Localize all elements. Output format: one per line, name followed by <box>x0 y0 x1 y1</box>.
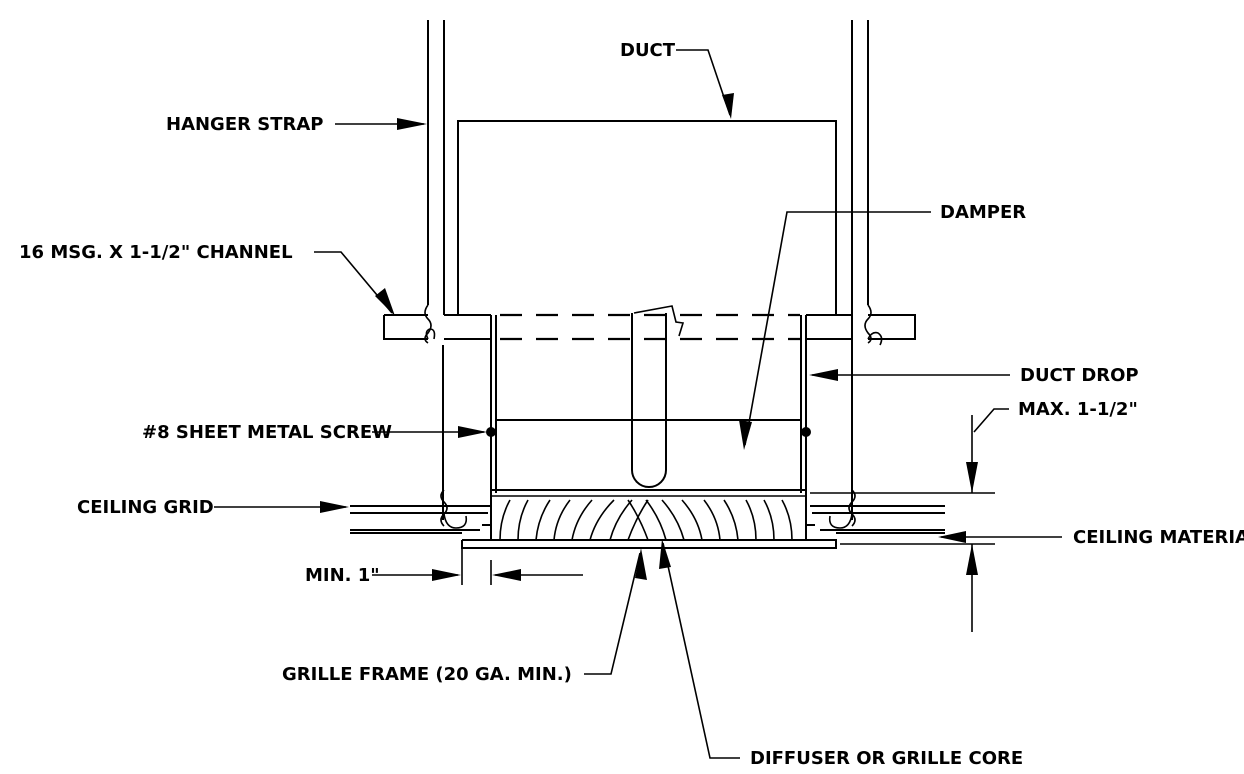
label-channel: 16 MSG. X 1-1/2" CHANNEL <box>19 242 293 263</box>
label-ceiling-material: CEILING MATERIAL <box>1073 527 1244 548</box>
label-duct-drop: DUCT DROP <box>1020 365 1139 386</box>
duct-drop-leader <box>809 369 1010 381</box>
label-damper: DAMPER <box>940 202 1026 223</box>
label-screw: #8 SHEET METAL SCREW <box>142 422 392 443</box>
sheet-metal-screw-right <box>801 427 811 437</box>
damper <box>496 305 801 488</box>
label-ceiling-grid: CEILING GRID <box>77 497 214 518</box>
diffuser-leader <box>659 539 740 759</box>
max-leader <box>973 408 1009 433</box>
grille-frame <box>461 489 837 549</box>
channel-leader <box>314 251 395 316</box>
damper-leader <box>739 211 931 450</box>
ceiling-material-leader <box>938 531 1062 543</box>
diffuser-core <box>499 499 793 541</box>
label-duct: DUCT <box>620 40 676 61</box>
label-max-dimension: MAX. 1-1/2" <box>1018 399 1138 420</box>
min-dimension <box>461 548 492 585</box>
grille-frame-leader <box>584 548 647 675</box>
duct-leader <box>676 49 734 119</box>
max-dimension <box>810 415 995 632</box>
ceiling-grid <box>350 505 945 531</box>
label-grille-frame: GRILLE FRAME (20 GA. MIN.) <box>282 664 572 685</box>
hanger-strap-right <box>848 20 872 527</box>
channel <box>383 313 916 346</box>
duct <box>457 120 837 315</box>
sheet-metal-screw-left <box>486 427 496 437</box>
min-leader <box>372 569 583 581</box>
label-min-dimension: MIN. 1" <box>305 565 380 586</box>
hanger-strap-leader <box>335 118 427 130</box>
ceiling-grid-leader <box>214 501 349 513</box>
screw-leader <box>372 426 487 438</box>
label-diffuser: DIFFUSER OR GRILLE CORE <box>750 748 1023 769</box>
label-hanger-strap: HANGER STRAP <box>166 114 323 135</box>
hanger-strap-left <box>424 20 448 527</box>
